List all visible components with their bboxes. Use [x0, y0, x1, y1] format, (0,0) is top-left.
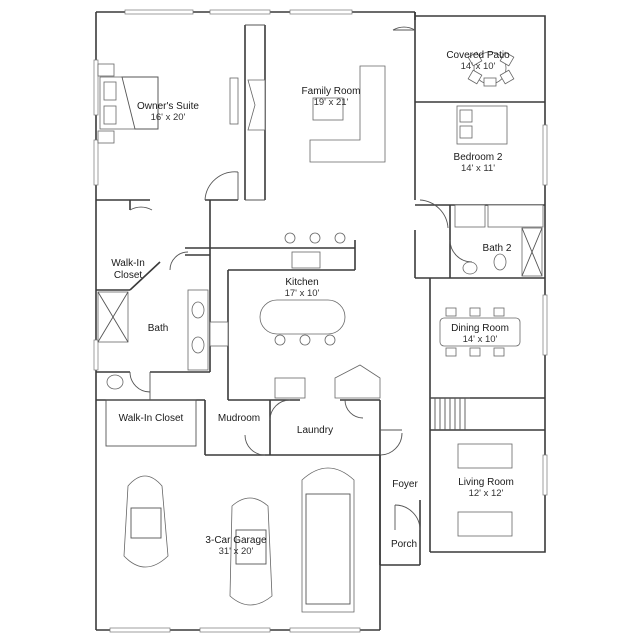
label-bedroom-2: Bedroom 2 14' x 11' — [454, 152, 503, 174]
laundry-name: Laundry — [296, 425, 334, 436]
garage-name: 3-Car Garage — [205, 535, 267, 546]
bedroom-2-name: Bedroom 2 — [453, 152, 503, 163]
label-porch: Porch — [391, 539, 417, 550]
label-owners-suite: Owner's Suite 16' x 20' — [137, 101, 199, 123]
porch-name: Porch — [390, 539, 418, 550]
kitchen-dims: 17' x 10' — [284, 288, 320, 299]
label-walk-in-closet-lower: Walk-In Closet — [119, 413, 184, 424]
mudroom-name: Mudroom — [217, 413, 261, 424]
covered-patio-name: Covered Patio — [446, 50, 510, 61]
label-bath-2: Bath 2 — [483, 243, 512, 254]
living-room-name: Living Room — [458, 477, 514, 488]
label-living-room: Living Room 12' x 12' — [458, 477, 514, 499]
interior-walls — [96, 12, 545, 566]
kitchen-name: Kitchen — [285, 277, 319, 288]
label-garage: 3-Car Garage 31' x 20' — [205, 535, 266, 557]
label-dining-room: Dining Room 14' x 10' — [451, 323, 509, 345]
label-mudroom: Mudroom — [218, 413, 260, 424]
bath-2-name: Bath 2 — [482, 243, 512, 254]
windows — [93, 9, 548, 633]
foyer-name: Foyer — [392, 479, 418, 490]
dining-table — [439, 307, 521, 357]
garage-vehicles — [123, 467, 355, 613]
bedroom2-bed — [456, 105, 508, 145]
owners-bed — [97, 63, 159, 144]
bedroom-2-dims: 14' x 11' — [460, 163, 496, 174]
label-covered-patio: Covered Patio 14' x 10' — [446, 50, 509, 72]
walk-in-closet-lower-name: Walk-In Closet — [118, 413, 184, 424]
dining-room-name: Dining Room — [451, 323, 509, 334]
family-room-name: Family Room — [301, 86, 361, 97]
owners-bath-fixtures — [97, 289, 209, 390]
living-furniture — [457, 443, 513, 537]
patio-table — [467, 51, 515, 87]
kitchen-fixtures — [209, 232, 381, 399]
owners-suite-name: Owner's Suite — [137, 101, 199, 112]
owners-suite-dims: 16' x 20' — [150, 112, 186, 123]
bath2-fixtures — [454, 204, 544, 277]
label-laundry: Laundry — [297, 425, 333, 436]
sectional-sofa — [309, 65, 386, 163]
label-foyer: Foyer — [392, 479, 418, 490]
living-room-dims: 12' x 12' — [468, 488, 504, 499]
stairs — [434, 398, 466, 430]
label-family-room: Family Room 19' x 21' — [302, 86, 361, 108]
covered-patio-dims: 14' x 10' — [460, 61, 496, 72]
dining-room-dims: 14' x 10' — [462, 334, 498, 345]
label-walk-in-closet-upper: Walk-In Closet — [111, 246, 145, 282]
garage-dims: 31' x 20' — [218, 546, 254, 557]
walk-in-closet-upper-name: Walk-In Closet — [111, 258, 145, 281]
label-bath: Bath — [148, 323, 169, 334]
label-kitchen: Kitchen 17' x 10' — [285, 277, 320, 299]
family-room-dims: 19' x 21' — [313, 97, 349, 108]
bath-name: Bath — [147, 323, 169, 334]
